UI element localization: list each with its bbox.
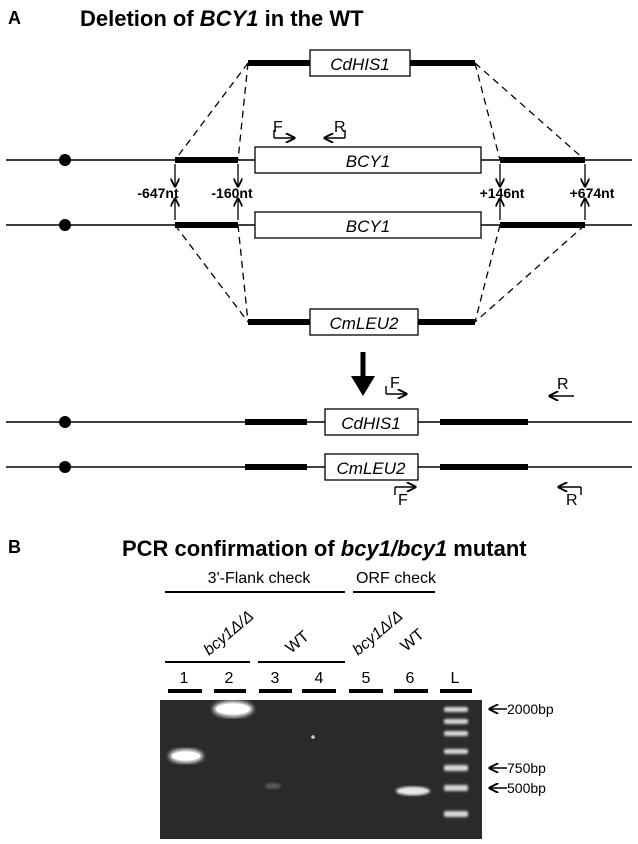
deleted-allele-cdhis1: CdHIS1 <box>6 408 632 436</box>
ladder-marker-750: 750bp <box>490 760 546 776</box>
gel-speck <box>311 735 315 739</box>
lane-label-6: 6 <box>406 670 415 687</box>
ladder-marker-2000: 2000bp <box>490 701 554 717</box>
gel-image <box>160 700 482 839</box>
panel-a-label: A <box>8 8 21 28</box>
primer-r-low-label: R <box>566 492 578 509</box>
bcy1-label-2: BCY1 <box>346 217 390 236</box>
primer-r-low: R <box>559 487 582 509</box>
deleted-allele-cmleu2: CmLEU2 <box>6 453 632 481</box>
position-label-4: +674nt <box>570 185 615 201</box>
lane-label-3: 3 <box>271 670 280 687</box>
cmleu2-label-top: CmLEU2 <box>330 314 400 333</box>
primer-r-mid: R <box>550 376 574 396</box>
position-label-3: +146nt <box>480 185 525 201</box>
lane-label-ladder: L <box>451 670 460 687</box>
cmleu2-cassette: CmLEU2 <box>248 308 475 336</box>
panel-b-label: B <box>8 537 21 557</box>
ladder-label-500: 500bp <box>507 780 546 796</box>
band-lane-1-core <box>172 751 200 761</box>
primer-f-top: F <box>273 119 294 138</box>
primer-r-top: R <box>325 119 346 138</box>
cdhis1-label-bottom: CdHIS1 <box>341 414 401 433</box>
genotype-mutant-2: bcy1Δ/Δ <box>350 608 407 659</box>
bcy1-label-1: BCY1 <box>346 152 390 171</box>
genotype-mutant-1: bcy1Δ/Δ <box>201 608 258 659</box>
position-label-2: -160nt <box>211 185 253 201</box>
result-arrow <box>351 352 375 396</box>
lane-label-2: 2 <box>225 670 234 687</box>
cmleu2-label-bottom: CmLEU2 <box>337 459 407 478</box>
primer-f-mid-label: F <box>390 375 400 392</box>
band-lane-2-core <box>216 703 250 715</box>
genotype-wt-2: WT <box>398 626 428 655</box>
primer-f-mid: F <box>385 375 406 394</box>
group-label-flank: 3'-Flank check <box>208 570 312 587</box>
band-lane-3-faint <box>265 783 281 789</box>
band-lane-6 <box>396 786 430 796</box>
lane-label-1: 1 <box>180 670 189 687</box>
position-label-1: -647nt <box>137 185 179 201</box>
panel-b-title: PCR confirmation of bcy1/bcy1 mutant <box>122 536 527 561</box>
panel-a-title: Deletion of BCY1 in the WT <box>80 6 364 31</box>
lane-label-5: 5 <box>362 670 371 687</box>
wt-allele-1: BCY1 <box>6 146 632 174</box>
genotype-wt-1: WT <box>283 628 313 657</box>
primer-f-low-label: F <box>398 492 408 509</box>
ladder-label-2000: 2000bp <box>507 701 554 717</box>
primer-r-mid-label: R <box>557 376 569 393</box>
ladder-bands <box>444 707 468 817</box>
ladder-label-750: 750bp <box>507 760 546 776</box>
lane-label-4: 4 <box>315 670 324 687</box>
ladder-marker-500: 500bp <box>490 780 546 796</box>
cdhis1-label-top: CdHIS1 <box>330 55 390 74</box>
group-label-orf: ORF check <box>356 570 437 587</box>
cdhis1-cassette-top: CdHIS1 <box>248 49 475 77</box>
position-arrows <box>175 164 585 220</box>
primer-f-low: F <box>394 487 415 509</box>
recombination-lines-top <box>174 62 586 161</box>
primer-r-label: R <box>334 119 346 136</box>
primer-f-label: F <box>273 119 283 136</box>
recombination-lines-bottom <box>174 224 586 323</box>
wt-allele-2: BCY1 <box>6 211 632 239</box>
